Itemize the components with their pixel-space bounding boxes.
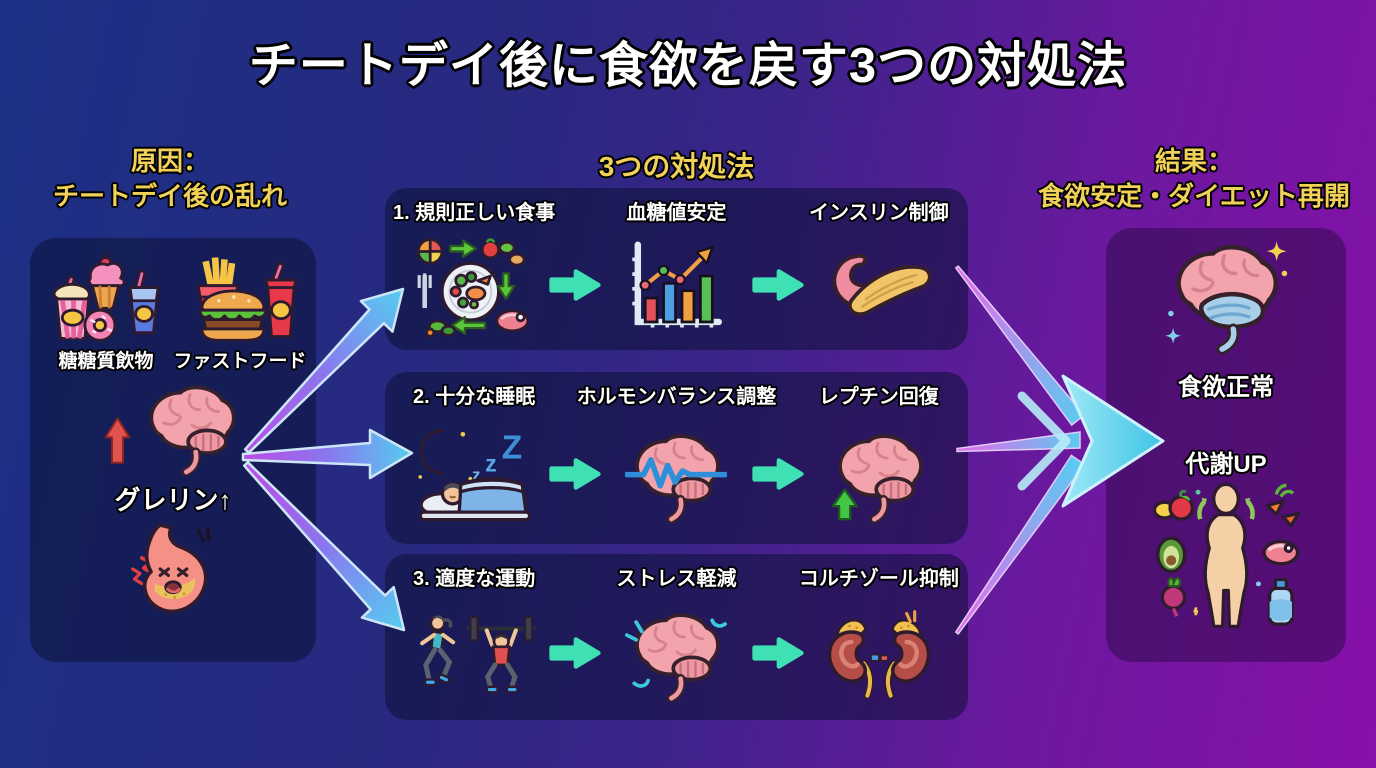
brainwave-icon [625,433,728,523]
step-2-effect: ホルモンバランス調整 [577,380,776,540]
flow-arrow-icon [752,458,804,490]
flow-arrow-icon [752,637,804,669]
kidneys-icon [827,610,937,700]
glucose-chart-icon [632,241,723,328]
upset-stomach-icon [131,523,211,614]
step-2-action: 2. 十分な睡眠 Z z z [401,380,547,540]
flow-arrow-icon [549,269,601,301]
result-header-line1: 結果： [1154,146,1233,176]
healthy-brain-icon [1165,241,1288,355]
ghrelin-row [104,381,243,476]
balanced-meal-icon [417,237,530,338]
step-1-result: インスリン制御 [806,196,952,346]
step-1-label: 1. 規則正しい食事 [393,202,556,224]
list-item: ファストフード [173,250,307,373]
calm-brain-icon [625,612,728,702]
red-up-arrow-icon [104,417,130,464]
svg-text:Z: Z [502,429,522,466]
step-2-label: 2. 十分な睡眠 [413,386,536,408]
metabolism-up-label: 代謝UP [1185,451,1267,478]
step-2-result: レプチン回復 [806,380,952,540]
methods-header: 3つの対処法 [598,151,755,182]
list-item: 糖糖質飲物 [42,250,170,373]
step-1-effect: 血糖値安定 [603,196,749,346]
converge-line-1 [954,265,1086,427]
leptin-brain-icon [831,433,923,523]
page-title: チートデイ後に食欲を戻す3つの対処法 [248,39,1128,93]
step-2-result-label: レプチン回復 [818,386,939,408]
sleep-icon: Z z z [418,428,532,522]
result-panel: 食欲正常 代謝UP [1106,228,1346,662]
step-1-effect-label: 血糖値安定 [626,202,727,224]
step-3-result: コルチゾール抑制 [799,562,959,716]
pancreas-icon [832,253,932,316]
flow-arrow-icon [549,458,601,490]
ghrelin-label: グレリン↑ [114,485,232,515]
converge-line-2 [956,431,1081,453]
step-3-effect-label: ストレス軽減 [616,568,737,590]
appetite-normal-label: 食欲正常 [1178,374,1274,401]
junk-food-row: 糖糖質飲物 [42,250,307,373]
step-3-result-label: コルチゾール抑制 [798,568,959,590]
flow-arrow-icon [549,637,601,669]
step-1-panel: 1. 規則正しい食事 [385,188,968,350]
fastfood-icon [196,257,298,342]
step-3-panel: 3. 適度な運動 [385,554,968,720]
exercise-icon [420,615,537,694]
step-3-effect: ストレス軽減 [603,562,749,716]
step-2-panel: 2. 十分な睡眠 Z z z [385,372,968,544]
sweets-label: 糖糖質飲物 [58,351,154,372]
result-header-line2: 食欲安定・ダイエット再開 [1038,181,1350,212]
cause-panel: 糖糖質飲物 [30,238,316,662]
chevron-accent [1017,391,1071,491]
step-1-action: 1. 規則正しい食事 [393,196,555,346]
result-header: 結果： 食欲安定・ダイエット再開 [1016,144,1372,214]
converge-line-3 [954,454,1086,635]
sweets-icon [52,251,160,342]
step-2-effect-label: ホルモンバランス調整 [576,386,777,408]
svg-text:z: z [485,450,497,476]
cause-header-line1: 原因： [130,146,209,176]
flow-arrow-icon [752,269,804,301]
fastfood-label: ファストフード [173,351,307,372]
ghrelin-brain-icon [148,385,236,476]
step-3-label: 3. 適度な運動 [413,568,536,590]
metabolism-body-icon [1152,482,1301,629]
step-1-result-label: インスリン制御 [809,202,949,224]
step-3-action: 3. 適度な運動 [401,562,547,716]
cause-header-line2: チートデイ後の乱れ [52,181,287,212]
svg-text:z: z [472,466,480,485]
cause-header: 原因： チートデイ後の乱れ [10,144,330,214]
